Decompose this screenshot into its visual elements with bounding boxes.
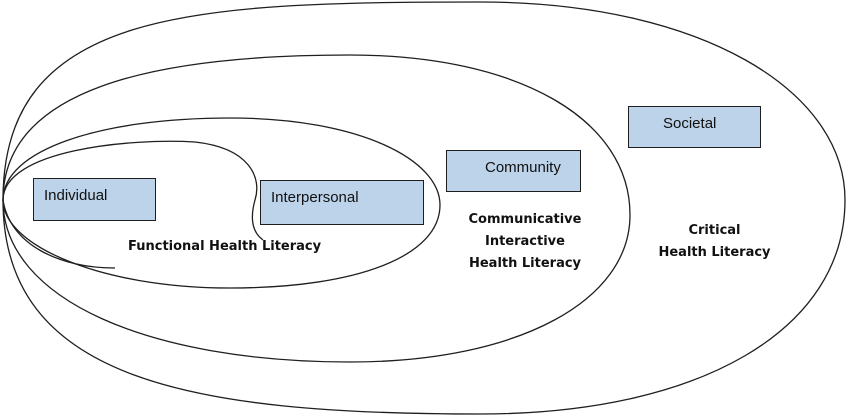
functional-literacy-text: Functional Health Literacy — [128, 239, 322, 254]
community-label: Community — [485, 159, 561, 176]
community-box: Community — [446, 150, 581, 192]
communicative-line-3: Health Literacy — [468, 256, 582, 271]
individual-label: Individual — [44, 187, 108, 204]
critical-line-2: Health Literacy — [658, 245, 771, 260]
functional-ellipse — [2, 117, 441, 289]
societal-box: Societal — [628, 106, 761, 148]
societal-label: Societal — [663, 115, 717, 132]
critical-literacy-label: Critical Health Literacy — [652, 220, 777, 264]
communicative-line-2: Interactive — [485, 234, 565, 249]
individual-curve — [2, 140, 264, 241]
communicative-line-1: Communicative — [468, 212, 582, 227]
individual-tail — [2, 199, 116, 269]
interpersonal-label: Interpersonal — [271, 189, 359, 206]
interpersonal-box: Interpersonal — [260, 180, 424, 225]
individual-box: Individual — [33, 178, 156, 221]
communicative-literacy-label: Communicative Interactive Health Literac… — [460, 209, 590, 275]
functional-literacy-label: Functional Health Literacy — [128, 236, 321, 258]
communicative-ellipse — [2, 54, 631, 363]
critical-line-1: Critical — [688, 223, 741, 238]
